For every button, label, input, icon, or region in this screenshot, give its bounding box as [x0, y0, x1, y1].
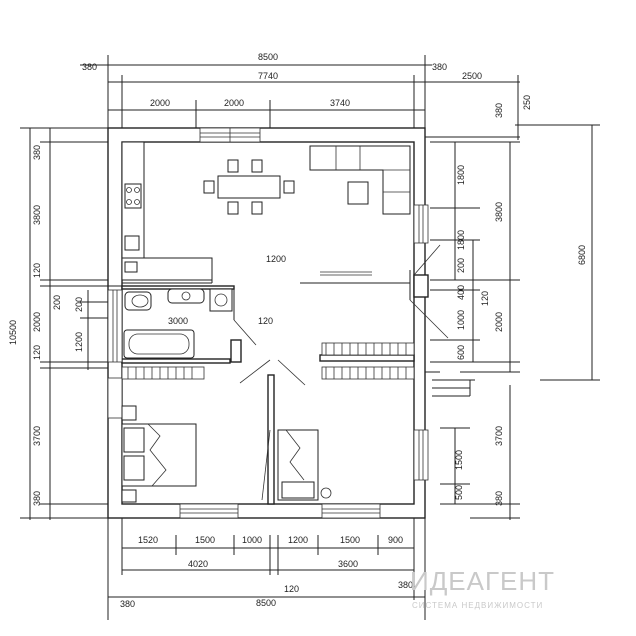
dim-left-c: 120	[32, 263, 42, 278]
dim-right-e: 1000	[456, 310, 466, 330]
dimension-labels: 8500 380 380 7740 2500 2000 2000 3740 38…	[8, 52, 587, 609]
dim-top-porch: 2500	[462, 71, 482, 81]
dim-left-j: 1200	[74, 332, 84, 352]
dim-right-a: 1800	[456, 165, 466, 185]
dim-left-i: 200	[74, 297, 84, 312]
watermark-tagline: СИСТЕМА НЕДВИЖИМОСТИ	[412, 601, 543, 610]
dim-left-f: 3700	[32, 426, 42, 446]
dim-right-b: 1800	[456, 230, 466, 250]
dim-right-g: 3800	[494, 202, 504, 222]
single-bed	[277, 429, 332, 501]
dim-top-side-left: 380	[82, 62, 97, 72]
dim-bot-seg2: 1500	[195, 535, 215, 545]
wardrobes	[121, 342, 415, 380]
windows	[107, 127, 429, 519]
dim-bot-mid1: 4020	[188, 559, 208, 569]
dim-bot-seg5: 1500	[340, 535, 360, 545]
dim-bot-380-left: 380	[120, 599, 135, 609]
tv-stand	[320, 271, 372, 276]
dim-bot-seg1: 1520	[138, 535, 158, 545]
dim-right-m: 500	[454, 485, 464, 500]
dim-bath-len: 3000	[168, 316, 188, 326]
dim-right-f: 600	[456, 345, 466, 360]
dim-right-h: 120	[480, 291, 490, 306]
dim-top-seg1: 2000	[150, 98, 170, 108]
dim-bot-380-right: 380	[398, 580, 413, 590]
dim-top-seg2: 2000	[224, 98, 244, 108]
dim-left-g: 380	[32, 491, 42, 506]
dim-right-d: 400	[456, 285, 466, 300]
dim-right-j: 3700	[494, 426, 504, 446]
dim-left-e: 120	[32, 345, 42, 360]
dim-bot-seg4: 1200	[288, 535, 308, 545]
dim-left-a: 380	[32, 145, 42, 160]
dim-door-1200: 1200	[266, 254, 286, 264]
dim-top-inner: 7740	[258, 71, 278, 81]
dim-right-overall: 6800	[577, 245, 587, 265]
dim-top-right-a: 380	[494, 103, 504, 118]
doors	[233, 244, 449, 501]
watermark: ИДЕАГЕНТ СИСТЕМА НЕДВИЖИМОСТИ	[410, 566, 555, 610]
dim-bot-mid2: 3600	[338, 559, 358, 569]
dim-top-right-b: 250	[522, 95, 532, 110]
dim-top-side-right: 380	[432, 62, 447, 72]
dim-wall-120: 120	[258, 316, 273, 326]
dim-bot-overall: 8500	[256, 598, 276, 608]
sofa	[309, 145, 411, 215]
watermark-brand: ИДЕАГЕНТ	[410, 566, 555, 596]
dim-right-l: 1500	[454, 450, 464, 470]
dim-top-overall: 8500	[258, 52, 278, 62]
dim-left-b: 3800	[32, 205, 42, 225]
dim-bot-seg6: 900	[388, 535, 403, 545]
dim-left-h: 200	[52, 295, 62, 310]
dim-top-seg3: 3740	[330, 98, 350, 108]
double-bed	[121, 405, 197, 503]
dim-bot-120: 120	[284, 584, 299, 594]
dim-right-i: 2000	[494, 312, 504, 332]
dining-table	[203, 159, 295, 215]
kitchen-counter	[121, 141, 213, 281]
dim-left-d: 2000	[32, 312, 42, 332]
dimension-lines	[20, 55, 600, 620]
dim-right-c: 200	[456, 258, 466, 273]
dim-bot-seg3: 1000	[242, 535, 262, 545]
dim-right-k: 380	[494, 491, 504, 506]
dim-left-overall: 10500	[8, 320, 18, 345]
bathroom-fixtures	[123, 288, 233, 359]
